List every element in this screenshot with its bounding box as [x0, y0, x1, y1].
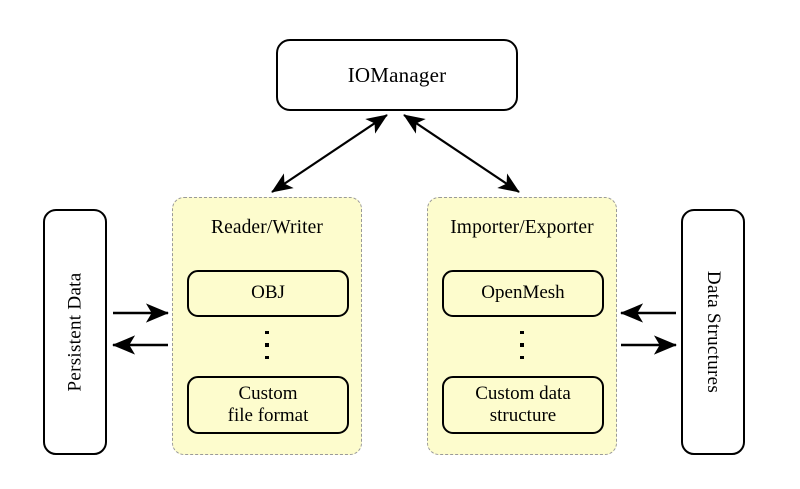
item-custom-data-structure[interactable]: Custom data structure [442, 376, 604, 434]
item-openmesh-label: OpenMesh [481, 282, 565, 304]
importer-exporter-title: Importer/Exporter [450, 217, 594, 238]
iomanager-node[interactable]: IOManager [276, 39, 518, 111]
persistent-data-label: Persistent Data [64, 272, 86, 392]
iomanager-label: IOManager [347, 62, 447, 87]
reader-writer-title: Reader/Writer [210, 217, 324, 238]
item-custom-data-structure-label: Custom data structure [475, 383, 571, 428]
arrow-manager-reader-writer [271, 114, 388, 193]
item-custom-file-format-line1: Custom [238, 382, 298, 404]
reader-writer-ellipsis-icon [173, 331, 361, 360]
item-openmesh[interactable]: OpenMesh [442, 270, 604, 317]
item-custom-file-format-label: Custom file format [228, 383, 309, 428]
data-structures-node[interactable]: Data Structures [681, 209, 745, 455]
importer-exporter-group[interactable]: Importer/Exporter OpenMesh Custom data s… [427, 197, 617, 455]
reader-writer-group[interactable]: Reader/Writer OBJ Custom file format [172, 197, 362, 455]
item-custom-file-format-line2: file format [227, 405, 309, 426]
data-structures-label: Data Structures [703, 270, 724, 394]
item-custom-file-format[interactable]: Custom file format [187, 376, 349, 434]
item-obj-label: OBJ [251, 282, 285, 304]
importer-exporter-ellipsis-icon [428, 331, 616, 360]
item-custom-data-structure-line2: structure [489, 405, 557, 426]
persistent-data-node[interactable]: Persistent Data [43, 209, 107, 455]
item-obj[interactable]: OBJ [187, 270, 349, 317]
item-custom-data-structure-line1: Custom data [475, 382, 571, 404]
arrow-manager-importer-exporter [403, 114, 520, 193]
